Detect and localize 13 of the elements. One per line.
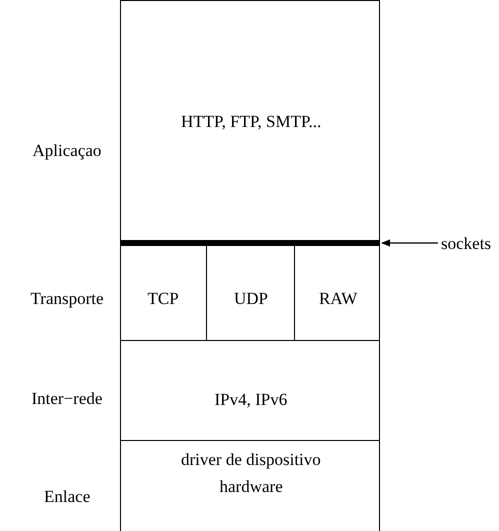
layer-name: Aplicaçao: [32, 142, 102, 158]
protocol-text: HTTP, FTP, SMTP...: [181, 112, 322, 130]
layer-name: Inter−rede: [32, 390, 102, 406]
protocol-text: driver de dispositivo: [181, 450, 321, 468]
layer-name: Enlace: [44, 488, 90, 504]
protocol-text: IPv4, IPv6: [214, 390, 288, 408]
arrow: [381, 239, 438, 247]
layer-name: Transporte: [30, 290, 104, 306]
protocol-text: UDP: [234, 290, 268, 306]
interface-label: sockets: [441, 234, 492, 252]
protocol-text: RAW: [319, 290, 358, 306]
protocol-text: hardware: [220, 478, 283, 494]
protocol-text: TCP: [148, 290, 179, 306]
